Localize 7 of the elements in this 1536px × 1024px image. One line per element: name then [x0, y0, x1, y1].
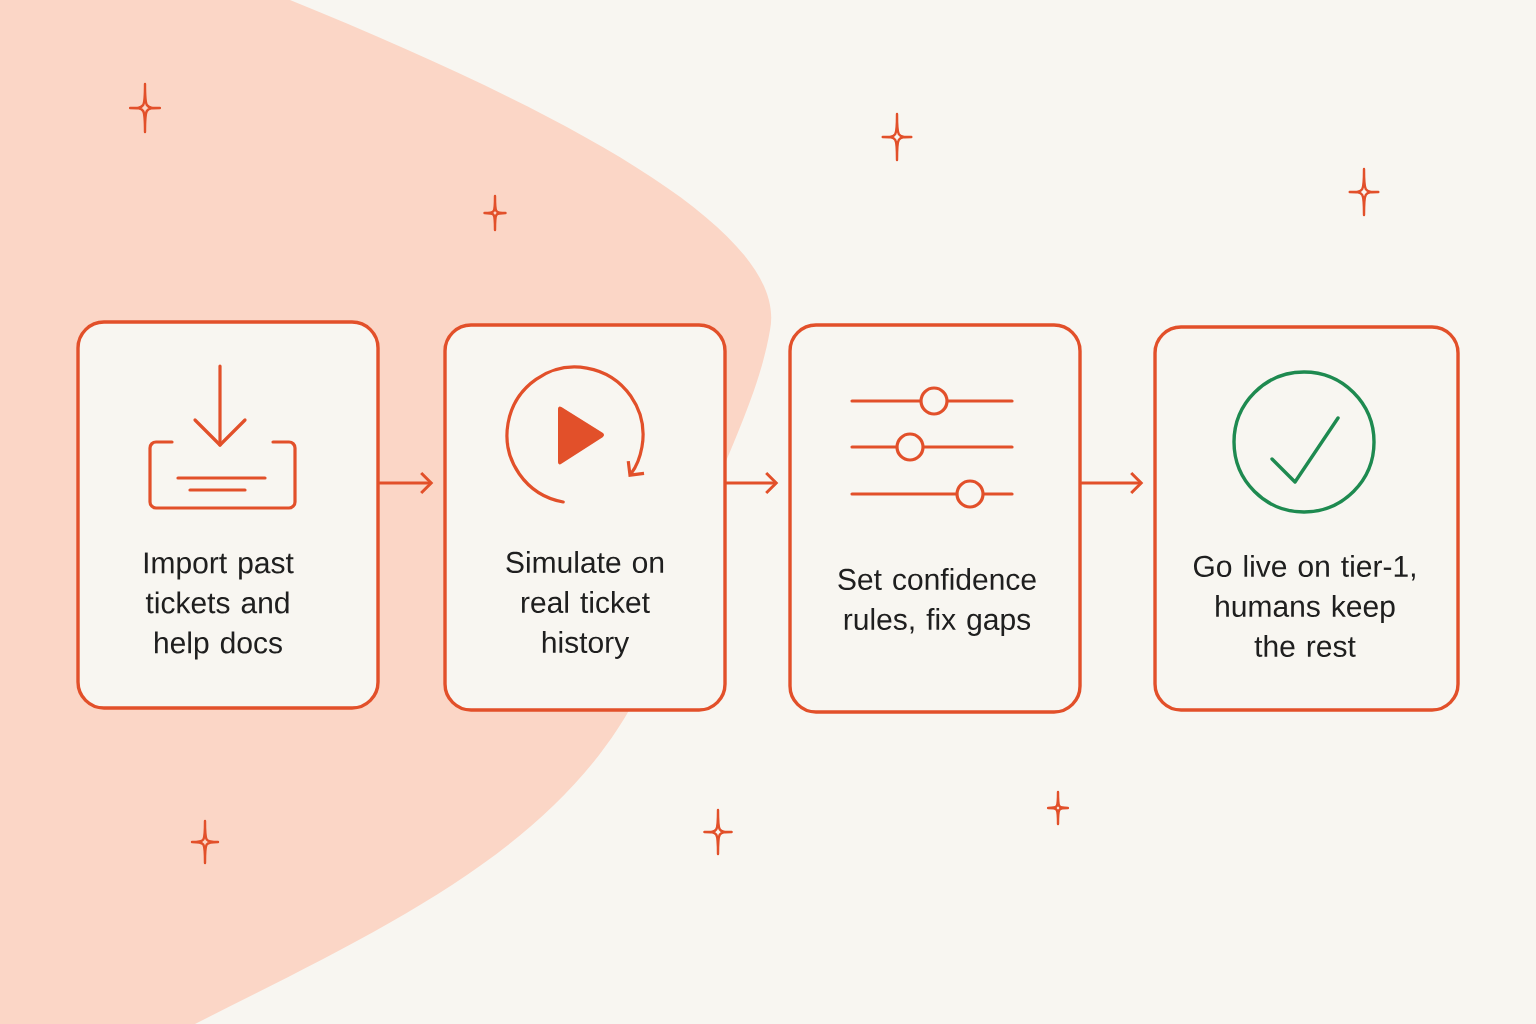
arrow	[725, 471, 779, 495]
step-box: Simulate on real ticket history	[443, 323, 727, 712]
arrow	[1080, 471, 1144, 495]
step-box: Go live on tier-1, humans keep the rest	[1153, 325, 1460, 712]
step-box: Set confidence rules, fix gaps	[788, 323, 1082, 714]
arrow	[378, 471, 434, 495]
step-box: Import past tickets and help docs	[76, 320, 380, 710]
